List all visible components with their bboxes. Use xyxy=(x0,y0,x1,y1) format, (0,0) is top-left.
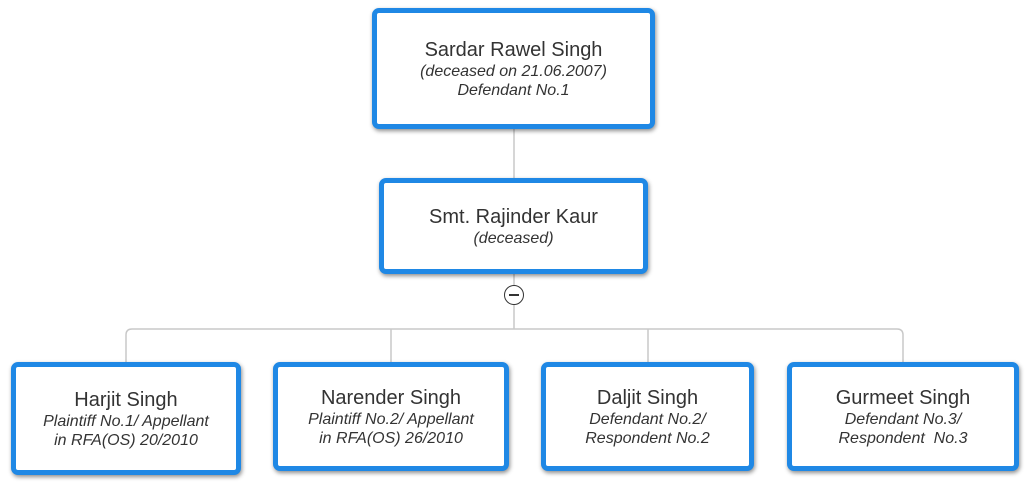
collapse-toggle-button[interactable] xyxy=(504,285,524,305)
person-note: in RFA(OS) 26/2010 xyxy=(319,429,463,447)
person-note: (deceased on 21.06.2007) xyxy=(420,62,607,80)
person-note: Plaintiff No.1/ Appellant xyxy=(43,412,209,430)
person-note: in RFA(OS) 20/2010 xyxy=(54,431,198,449)
person-name: Daljit Singh xyxy=(596,386,699,409)
child-person-card[interactable]: Harjit Singh Plaintiff No.1/ Appellant i… xyxy=(11,362,241,475)
spouse-person-card[interactable]: Smt. Rajinder Kaur (deceased) xyxy=(379,178,648,274)
person-note: Respondent No.3 xyxy=(838,429,968,447)
person-note: Defendant No.2/ xyxy=(589,410,706,428)
connector-bus xyxy=(125,328,904,362)
person-name: Harjit Singh xyxy=(74,388,178,411)
child-person-card[interactable]: Daljit Singh Defendant No.2/ Respondent … xyxy=(541,362,754,471)
person-name: Sardar Rawel Singh xyxy=(424,38,603,61)
person-note: Plaintiff No.2/ Appellant xyxy=(308,410,474,428)
person-note: Defendant No.3/ xyxy=(844,410,962,428)
root-person-card[interactable]: Sardar Rawel Singh (deceased on 21.06.20… xyxy=(372,8,655,129)
child-person-card[interactable]: Narender Singh Plaintiff No.2/ Appellant… xyxy=(273,362,509,471)
person-note: (deceased) xyxy=(473,229,554,247)
person-note: Defendant No.1 xyxy=(457,81,570,99)
person-note: Respondent No.2 xyxy=(585,429,710,447)
person-name: Narender Singh xyxy=(320,386,462,409)
person-name: Smt. Rajinder Kaur xyxy=(429,205,598,228)
child-person-card[interactable]: Gurmeet Singh Defendant No.3/ Respondent… xyxy=(787,362,1019,471)
person-name: Gurmeet Singh xyxy=(835,386,971,409)
